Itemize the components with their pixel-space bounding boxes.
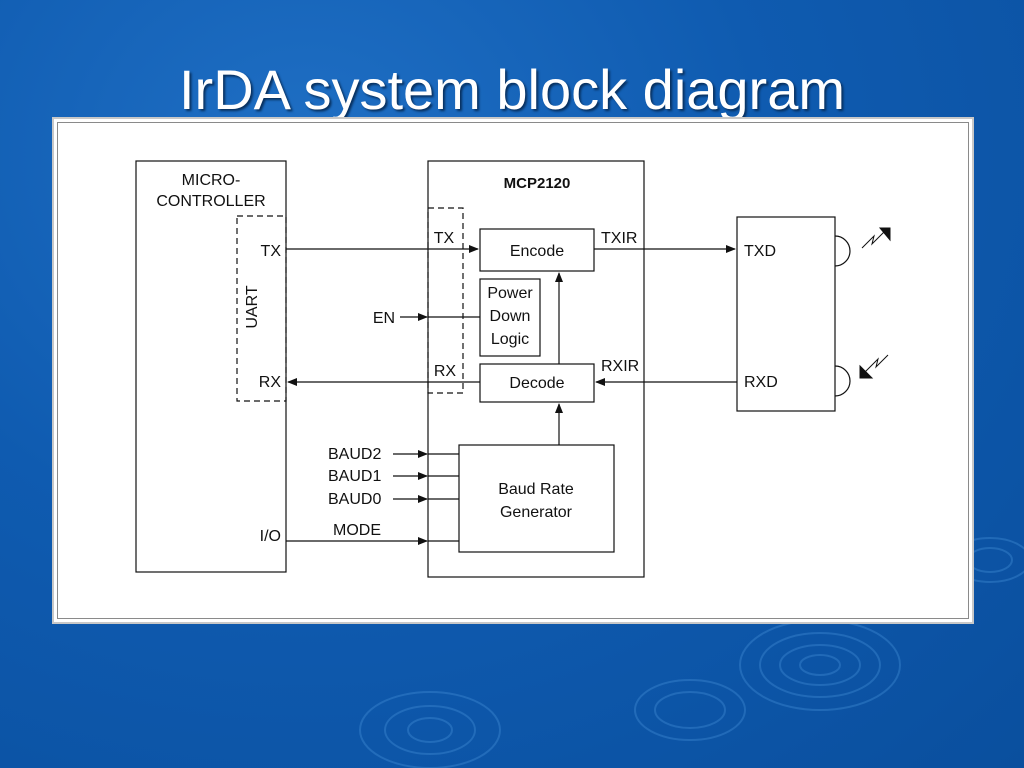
- microcontroller-title-line2: CONTROLLER: [156, 193, 265, 210]
- mcu-rx-label: RX: [259, 374, 282, 391]
- baud-label-line1: Baud Rate: [498, 481, 574, 498]
- slide-title: IrDA system block diagram: [179, 58, 845, 121]
- decode-label: Decode: [509, 375, 564, 392]
- baud-label-line2: Generator: [500, 504, 573, 521]
- mcp-rx-label: RX: [434, 363, 457, 380]
- baud2-label: BAUD2: [328, 446, 381, 463]
- rxir-label: RXIR: [601, 358, 639, 375]
- encode-block: [479, 228, 595, 272]
- microcontroller-title-line1: MICRO-: [182, 172, 241, 189]
- mcu-tx-label: TX: [261, 243, 282, 260]
- microcontroller-block: MICRO- CONTROLLER UART TX RX I/O: [135, 160, 287, 573]
- mcu-io-label: I/O: [260, 528, 281, 545]
- power-label-line3: Logic: [491, 331, 529, 348]
- txd-label: TXD: [744, 243, 776, 260]
- block-diagram: MICRO- CONTROLLER UART TX RX I/O MCP2120…: [135, 160, 891, 578]
- diagram-panel: MICRO- CONTROLLER UART TX RX I/O MCP2120…: [52, 117, 974, 624]
- txir-label: TXIR: [601, 230, 637, 247]
- encode-label: Encode: [510, 243, 564, 260]
- mcp-tx-label: TX: [434, 230, 455, 247]
- ir-led-symbol: [834, 235, 851, 267]
- ir-photodiode-symbol: [834, 365, 851, 397]
- signal-lines: [286, 245, 737, 545]
- mode-label: MODE: [333, 522, 381, 539]
- mcp2120-title: MCP2120: [504, 175, 571, 192]
- panel-border: [57, 122, 969, 619]
- mcp2120-block: MCP2120 TX RX Encode Power Down Logic De…: [427, 160, 645, 578]
- transceiver-block: TXD RXD: [736, 216, 891, 412]
- baud-rate-generator-block: [458, 444, 615, 553]
- baud1-label: BAUD1: [328, 468, 381, 485]
- power-down-block: [479, 278, 541, 357]
- decode-block: [479, 363, 595, 403]
- power-label-line1: Power: [487, 285, 533, 302]
- uart-label: UART: [244, 285, 261, 328]
- uart-dashed-box: [236, 215, 287, 402]
- en-label: EN: [373, 310, 395, 327]
- ir-receive-icon: [859, 354, 889, 379]
- power-label-line2: Down: [490, 308, 531, 325]
- baud0-label: BAUD0: [328, 491, 381, 508]
- ir-emit-icon: [861, 227, 891, 249]
- rxd-label: RXD: [744, 374, 778, 391]
